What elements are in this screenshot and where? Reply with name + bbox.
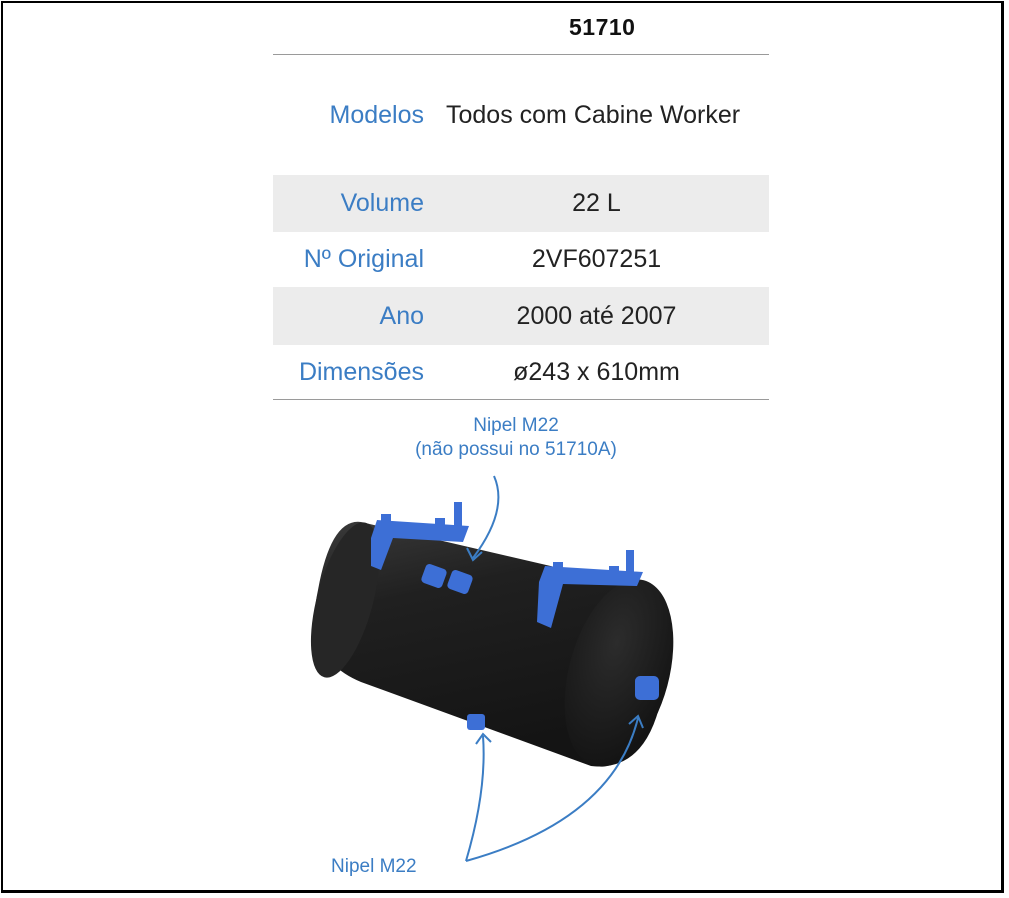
arrow-heads bbox=[466, 547, 644, 745]
spec-row-ano: Ano 2000 até 2007 bbox=[273, 287, 769, 345]
spec-value-ano: 2000 até 2007 bbox=[516, 301, 677, 330]
product-sheet: 51710 Modelos Todos com Cabine Worker Vo… bbox=[273, 0, 769, 400]
callout-bottom: Nipel M22 bbox=[331, 856, 417, 877]
end-cap-nipple bbox=[635, 676, 659, 700]
mounting-bracket-left bbox=[371, 502, 469, 570]
product-figure: Nipel M22 (não possui no 51710A) Nipel M… bbox=[273, 400, 769, 890]
callout-top-line1: Nipel M22 bbox=[473, 415, 559, 436]
spec-row-modelos: Modelos Todos com Cabine Worker bbox=[273, 55, 769, 175]
spec-label-original: Nº Original bbox=[303, 245, 424, 273]
spec-row-dimensoes: Dimensões ø243 x 610mm bbox=[273, 345, 769, 400]
spec-value-modelos: Todos com Cabine Worker bbox=[446, 100, 741, 129]
product-code: 51710 bbox=[569, 13, 636, 40]
callout-arrows bbox=[465, 475, 639, 862]
bottom-nipple bbox=[467, 714, 485, 730]
spec-label-modelos: Modelos bbox=[329, 100, 425, 129]
top-nipple-fittings bbox=[421, 563, 473, 595]
spec-label-dimensoes: Dimensões bbox=[298, 357, 424, 386]
mounting-bracket-right bbox=[537, 550, 643, 628]
spec-row-original: Nº Original 2VF607251 bbox=[273, 232, 769, 287]
spec-value-dimensoes: ø243 x 610mm bbox=[513, 357, 680, 386]
spec-value-original: 2VF607251 bbox=[531, 245, 662, 273]
callout-top-line2: (não possui no 51710A) bbox=[415, 439, 617, 460]
spec-label-volume: Volume bbox=[340, 189, 424, 217]
spec-value-volume: 22 L bbox=[572, 189, 621, 217]
spec-row-volume: Volume 22 L bbox=[273, 175, 769, 232]
spec-label-ano: Ano bbox=[379, 301, 424, 330]
callout-top: Nipel M22 (não possui no 51710A) bbox=[381, 414, 651, 462]
product-code-row: 51710 bbox=[273, 0, 769, 55]
air-tank-illustration bbox=[310, 475, 674, 862]
